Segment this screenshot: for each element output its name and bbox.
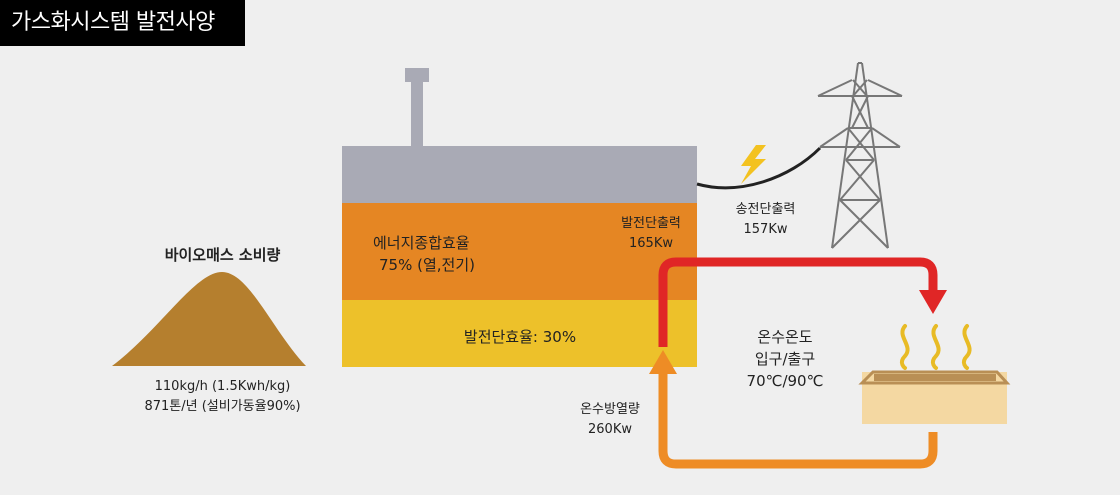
- energy-efficiency-title: 에너지종합효율: [373, 234, 470, 252]
- plant-generation-band: [342, 300, 697, 367]
- biomass-yearly: 871톤/년 (설비가동율90%): [144, 399, 301, 414]
- power-cable: [696, 146, 822, 190]
- page-title: 가스화시스템 발전사양: [0, 0, 245, 46]
- transmission-output-title: 송전단출력: [735, 202, 796, 217]
- generation-output-value: 165Kw: [629, 236, 673, 251]
- chimney: [411, 68, 423, 148]
- plant-roof: [342, 146, 697, 203]
- lightning-icon: [741, 145, 766, 184]
- supply-arrowhead: [919, 290, 947, 314]
- generation-output-label: 발전단출력 165Kw: [607, 214, 695, 254]
- hot-water-tank-icon: [858, 370, 1011, 424]
- hot-water-supply-pipe: [658, 257, 947, 347]
- chimney-cap: [405, 68, 429, 82]
- heat-output-value: 260Kw: [588, 422, 632, 437]
- biomass-hourly: 110kg/h (1.5Kwh/kg): [154, 379, 291, 394]
- generation-efficiency-label: 발전단효율: 30%: [463, 328, 577, 346]
- energy-efficiency-label: 에너지종합효율 75% (열,전기): [373, 232, 475, 276]
- steam-icon: [899, 324, 972, 370]
- heat-output-label: 온수방열량 260Kw: [565, 400, 655, 440]
- plant-efficiency-band: [342, 203, 697, 300]
- power-tower-icon: [817, 62, 903, 249]
- energy-efficiency-value: 75% (열,전기): [379, 256, 475, 274]
- hot-water-temp-value: 70℃/90℃: [746, 372, 824, 390]
- hot-water-temp-title: 온수온도: [757, 328, 813, 346]
- transmission-output-value: 157Kw: [743, 222, 788, 237]
- hot-water-return-pipe: [649, 350, 938, 469]
- hot-water-temp-subtitle: 입구/출구: [754, 350, 816, 368]
- biomass-pile-icon: [112, 272, 306, 366]
- biomass-details: 110kg/h (1.5Kwh/kg) 871톤/년 (설비가동율90%): [110, 377, 335, 417]
- power-plant: [342, 68, 697, 367]
- biomass-heading: 바이오매스 소비량: [164, 246, 281, 264]
- hot-water-temp-label: 온수온도 입구/출구 70℃/90℃: [730, 326, 840, 392]
- transmission-output-label: 송전단출력 157Kw: [718, 200, 813, 240]
- return-arrowhead: [649, 350, 677, 374]
- generation-output-title: 발전단출력: [621, 216, 681, 231]
- heat-output-title: 온수방열량: [580, 402, 640, 417]
